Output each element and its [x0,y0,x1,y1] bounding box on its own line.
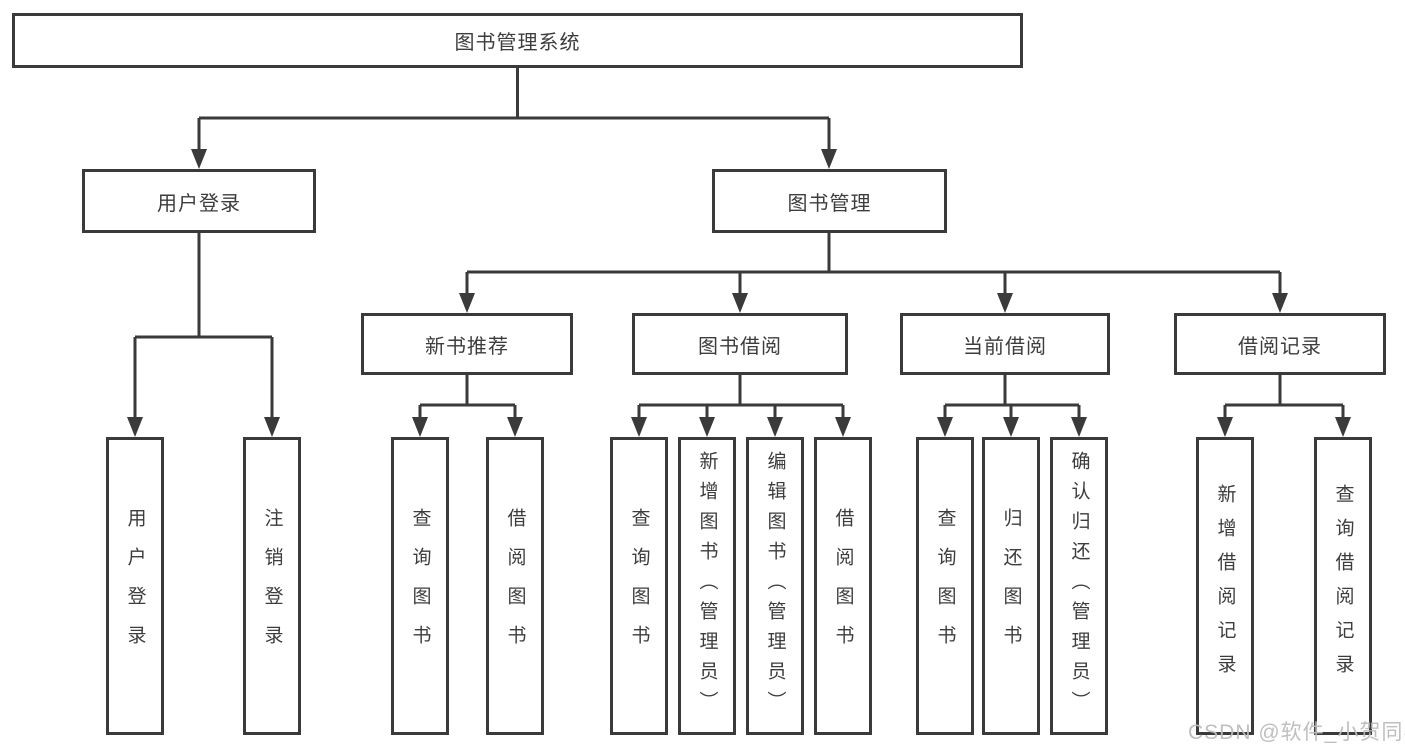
node-book-borrowing-label: 图书借阅 [698,335,782,358]
node-book-management-label: 图书管理 [787,192,872,215]
leaf-borrow-books-label: 借阅图书 [832,508,854,664]
node-book-management: 图书管理 [712,169,947,233]
leaf-add-books-admin: 新增图书（管理员） [678,437,736,735]
leaf-edit-books-admin-label: 编辑图书（管理员） [764,451,786,721]
leaf-query-books-current-label: 查询图书 [934,508,956,664]
arrowhead [1071,417,1087,437]
leaf-add-borrow-record: 新增借阅记录 [1196,437,1254,735]
node-root-system: 图书管理系统 [12,13,1023,68]
leaf-query-borrow-record: 查询借阅记录 [1314,437,1372,735]
arrowhead [821,149,837,169]
arrowhead [767,417,783,437]
leaf-confirm-return-admin-label: 确认归还（管理员） [1068,451,1090,721]
node-borrowing-records-label: 借阅记录 [1238,335,1322,358]
connector-book-borrow-to-leaves [637,375,845,422]
arrowhead [835,417,851,437]
connector-paths [133,68,1345,422]
arrowhead [264,417,280,437]
connector-user-login-to-leaves [133,233,274,422]
arrowhead [631,417,647,437]
leaf-borrow-books: 借阅图书 [814,437,872,735]
arrowhead [937,417,953,437]
csdn-watermark: CSDN @软件_小贺同学 [1188,721,1405,744]
node-root-label: 图书管理系统 [454,32,581,54]
connector-new-books-to-leaves [418,375,517,422]
arrowhead [1272,293,1288,313]
leaf-return-books-label: 归还图书 [1000,508,1022,664]
node-current-borrowing: 当前借阅 [900,313,1110,375]
connector-root-to-level2 [197,68,831,152]
node-user-login: 用户登录 [82,169,316,233]
leaf-query-books-recommend: 查询图书 [391,437,449,735]
arrowhead [1003,417,1019,437]
leaf-query-books-current: 查询图书 [916,437,974,735]
connector-borrow-records-to-leaves [1223,375,1345,422]
arrowhead [732,293,748,313]
node-book-borrowing: 图书借阅 [632,313,848,375]
arrowhead [1335,417,1351,437]
arrowhead [507,417,523,437]
node-new-book-recommend-label: 新书推荐 [425,335,509,358]
node-borrowing-records: 借阅记录 [1174,313,1386,375]
arrowhead [459,293,475,313]
leaf-edit-books-admin: 编辑图书（管理员） [746,437,804,735]
connector-current-borrow-to-leaves [943,375,1081,422]
leaf-borrow-books-recommend: 借阅图书 [486,437,544,735]
leaf-query-books-recommend-label: 查询图书 [409,508,431,664]
leaf-logout: 注销登录 [243,437,301,735]
arrowhead [191,149,207,169]
leaf-return-books: 归还图书 [982,437,1040,735]
node-current-borrowing-label: 当前借阅 [963,335,1047,358]
leaf-logout-label: 注销登录 [261,508,283,664]
arrowhead [127,417,143,437]
connector-book-mgmt-to-level3 [465,233,1282,297]
arrowheads [127,149,1351,437]
leaf-query-books-borrow-label: 查询图书 [628,508,650,664]
leaf-add-borrow-record-label: 新增借阅记录 [1214,484,1236,688]
leaf-user-login: 用户登录 [106,437,164,735]
leaf-borrow-books-recommend-label: 借阅图书 [504,508,526,664]
arrowhead [997,293,1013,313]
arrowhead [412,417,428,437]
node-user-login-label: 用户登录 [157,192,241,215]
leaf-user-login-label: 用户登录 [124,508,146,664]
leaf-confirm-return-admin: 确认归还（管理员） [1050,437,1108,735]
leaf-query-books-borrow: 查询图书 [610,437,668,735]
leaf-add-books-admin-label: 新增图书（管理员） [696,451,718,721]
leaf-query-borrow-record-label: 查询借阅记录 [1332,484,1354,688]
arrowhead [1217,417,1233,437]
arrowhead [699,417,715,437]
node-new-book-recommend: 新书推荐 [361,313,573,375]
